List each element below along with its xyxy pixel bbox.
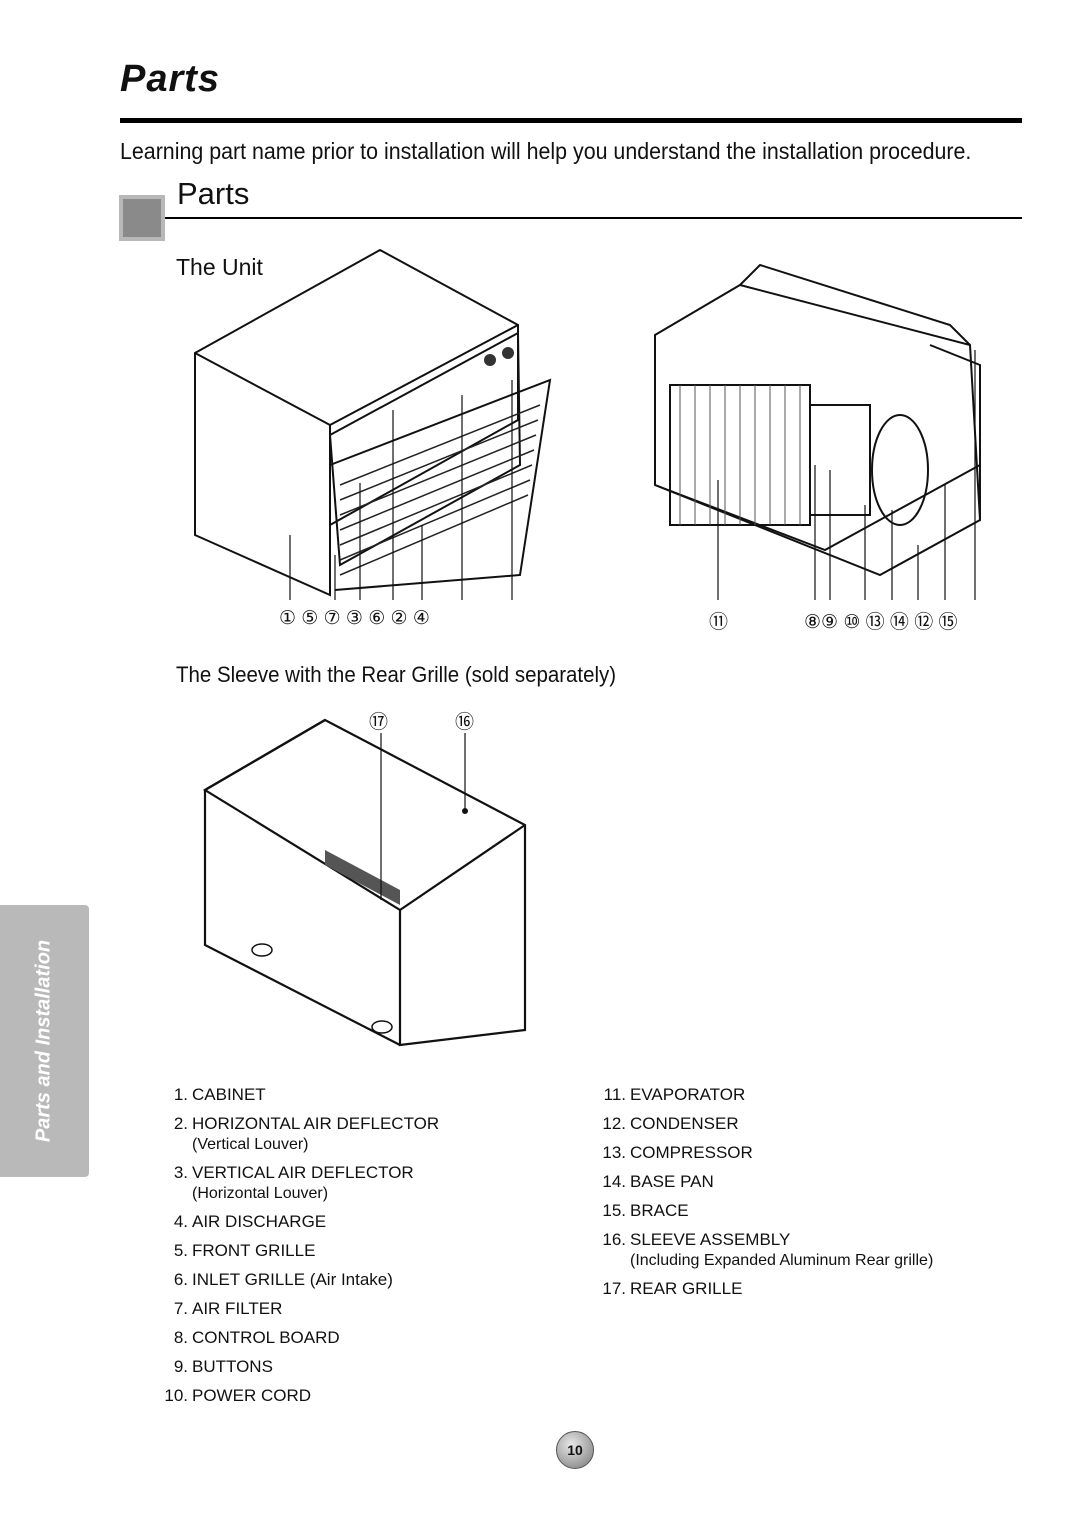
unit-back-illustration — [654, 263, 982, 600]
unit-front-illustration — [194, 248, 552, 600]
section-rule — [165, 217, 1022, 219]
list-item: 13.COMPRESSOR — [602, 1143, 753, 1162]
section-title: Parts — [177, 176, 250, 211]
unit-back-callout-11: ⑪ — [709, 612, 729, 633]
list-item: 1.CABINET — [173, 1085, 266, 1104]
list-item: 4.AIR DISCHARGE — [173, 1212, 327, 1231]
list-item: 2.HORIZONTAL AIR DEFLECTOR(Vertical Louv… — [173, 1114, 440, 1153]
list-item: 16.SLEEVE ASSEMBLY(Including Expanded Al… — [602, 1230, 934, 1269]
sleeve-callout-17: ⑰ — [369, 712, 389, 733]
list-item: 15.BRACE — [602, 1201, 689, 1220]
sleeve-label: The Sleeve with the Rear Grille (sold se… — [176, 662, 617, 687]
unit-back-callouts: ⑧⑨ ⑩ ⑬ ⑭ ⑫ ⑮ — [804, 612, 958, 633]
list-item: 7.AIR FILTER — [173, 1299, 283, 1318]
unit-front-callouts: ① ⑤ ⑦ ③ ⑥ ② ④ — [279, 608, 430, 629]
list-item: 14.BASE PAN — [602, 1172, 714, 1191]
parts-list-left: 1.CABINET 2.HORIZONTAL AIR DEFLECTOR(Ver… — [158, 1085, 439, 1415]
page-number: 10 — [556, 1431, 594, 1469]
side-tab-label: Parts and Installation — [32, 939, 55, 1143]
unit-label: The Unit — [176, 254, 263, 280]
list-item: 3.VERTICAL AIR DEFLECTOR(Horizontal Louv… — [173, 1163, 414, 1202]
section-marker-inner — [123, 199, 161, 237]
list-item: 5.FRONT GRILLE — [173, 1241, 316, 1260]
parts-list-right: 11.EVAPORATOR 12.CONDENSER 13.COMPRESSOR… — [596, 1085, 933, 1308]
list-item: 6.INLET GRILLE (Air Intake) — [173, 1270, 393, 1289]
list-item: 8.CONTROL BOARD — [173, 1328, 340, 1347]
intro-text: Learning part name prior to installation… — [120, 138, 972, 164]
list-item: 11.EVAPORATOR — [603, 1085, 746, 1104]
sleeve-illustration — [202, 718, 527, 1047]
list-item: 9.BUTTONS — [173, 1357, 273, 1376]
list-item: 12.CONDENSER — [602, 1114, 739, 1133]
list-item: 10.POWER CORD — [164, 1386, 311, 1405]
side-tab — [0, 905, 89, 1177]
sleeve-callout-16: ⑯ — [455, 712, 475, 733]
page-title: Parts — [120, 58, 221, 100]
list-item: 17.REAR GRILLE — [602, 1279, 743, 1298]
title-rule — [120, 118, 1022, 123]
